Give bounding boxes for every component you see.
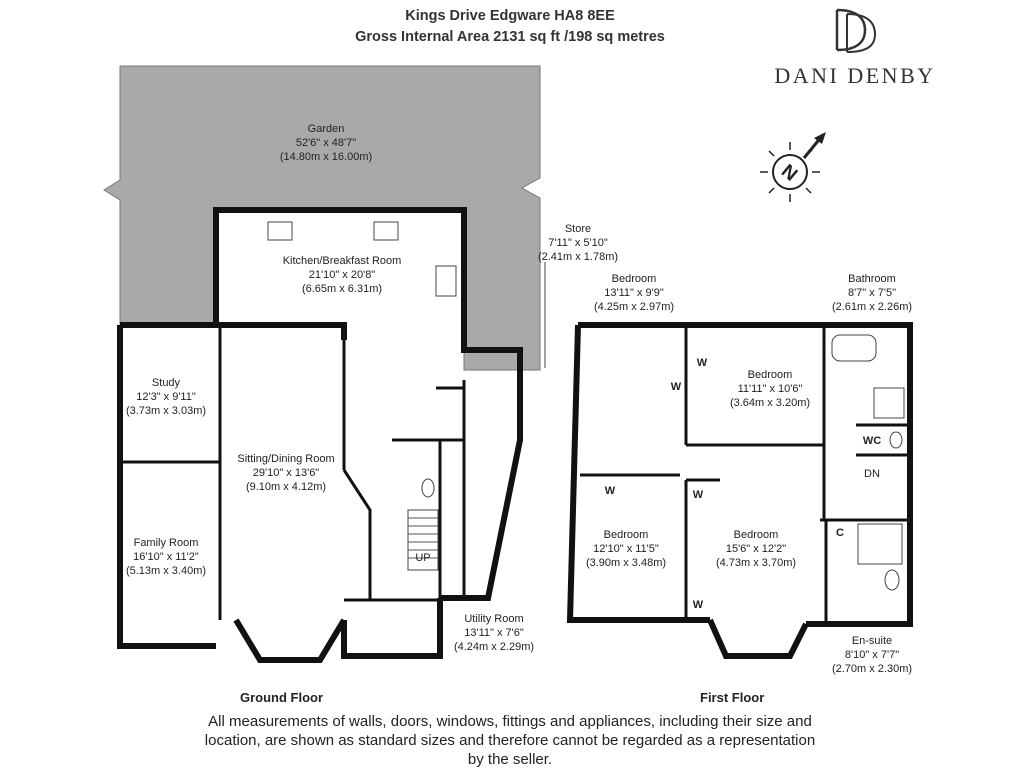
first-floor-label: First Floor [700,690,765,705]
svg-text:Family Room: Family Room [134,537,199,549]
svg-text:(3.73m x 3.03m): (3.73m x 3.03m) [126,405,206,417]
room-bedroom4-label: Bedroom 15'6" x 12'2" (4.73m x 3.70m) [716,529,796,569]
gross-internal-area: Gross Internal Area 2131 sq ft /198 sq m… [355,29,665,45]
svg-text:13'11" x 9'9": 13'11" x 9'9" [604,287,664,299]
first-floor-walls [566,322,913,659]
svg-text:Bedroom: Bedroom [734,529,779,541]
svg-text:(2.70m x 2.30m): (2.70m x 2.30m) [832,663,912,675]
svg-text:(6.65m x 6.31m): (6.65m x 6.31m) [302,283,382,295]
svg-text:(4.24m x 2.29m): (4.24m x 2.29m) [454,641,534,653]
room-study-label: Study 12'3" x 9'11" (3.73m x 3.03m) [126,377,206,417]
svg-text:Bedroom: Bedroom [612,273,657,285]
wc-marker: WC [863,435,881,447]
svg-text:Bedroom: Bedroom [748,369,793,381]
svg-text:Utility Room: Utility Room [464,613,523,625]
wardrobe-marker: W [605,485,616,497]
room-bedroom2-label: Bedroom 11'11" x 10'6" (3.64m x 3.20m) [730,369,810,409]
svg-text:(5.13m x 3.40m): (5.13m x 3.40m) [126,565,206,577]
room-garden-label: Garden 52'6" x 48'7" (14.80m x 16.00m) [280,123,372,163]
svg-text:Sitting/Dining Room: Sitting/Dining Room [237,453,334,465]
brand-logo: DANI DENBY [755,6,955,89]
svg-text:52'6" x 48'7": 52'6" x 48'7" [296,137,356,149]
room-bedroom3-label: Bedroom 12'10" x 11'5" (3.90m x 3.48m) [586,529,666,569]
disclaimer-text: All measurements of walls, doors, window… [204,713,816,768]
brand-name: DANI DENBY [774,63,936,88]
svg-text:En-suite: En-suite [852,635,892,647]
room-sitting-label: Sitting/Dining Room 29'10" x 13'6" (9.10… [237,453,334,493]
svg-text:7'11" x 5'10": 7'11" x 5'10" [548,237,608,249]
svg-text:Kitchen/Breakfast Room: Kitchen/Breakfast Room [283,255,402,267]
svg-text:(2.61m x 2.26m): (2.61m x 2.26m) [832,301,912,313]
svg-text:(14.80m x 16.00m): (14.80m x 16.00m) [280,151,372,163]
wardrobe-marker: W [693,489,704,501]
stairs-lines [408,517,438,559]
svg-text:12'10" x 11'5": 12'10" x 11'5" [593,543,659,555]
room-bathroom-label: Bathroom 8'7" x 7'5" (2.61m x 2.26m) [832,273,912,313]
svg-text:13'11" x 7'6": 13'11" x 7'6" [464,627,524,639]
svg-text:Bathroom: Bathroom [848,273,896,285]
ground-floor-interior-walls [120,325,466,620]
wardrobe-marker: W [693,599,704,611]
svg-text:(9.10m x 4.12m): (9.10m x 4.12m) [246,481,326,493]
svg-text:15'6" x 12'2": 15'6" x 12'2" [726,543,786,555]
room-family-label: Family Room 16'10" x 11'2" (5.13m x 3.40… [126,537,206,577]
svg-text:8'10" x 7'7": 8'10" x 7'7" [845,649,899,661]
stairs-up-label: UP [415,552,430,564]
property-address: Kings Drive Edgware HA8 8EE [405,8,615,24]
compass-icon: N [760,132,826,202]
svg-text:8'7" x 7'5": 8'7" x 7'5" [848,287,896,299]
wardrobe-marker: W [671,381,682,393]
room-kitchen-label: Kitchen/Breakfast Room 21'10" x 20'8" (6… [283,255,402,295]
first-floor-fittings [831,334,905,591]
dd-monogram-icon [835,8,877,53]
room-ensuite-label: En-suite 8'10" x 7'7" (2.70m x 2.30m) [832,635,912,675]
stairs-down-label: DN [864,468,880,480]
svg-text:(2.41m x 1.78m): (2.41m x 1.78m) [538,251,618,263]
room-bedroom1-label: Bedroom 13'11" x 9'9" (4.25m x 2.97m) [594,273,674,313]
svg-text:Bedroom: Bedroom [604,529,649,541]
cupboard-marker: C [836,527,844,539]
svg-text:(3.90m x 3.48m): (3.90m x 3.48m) [586,557,666,569]
svg-text:12'3" x 9'11": 12'3" x 9'11" [136,391,196,403]
svg-text:(4.73m x 3.70m): (4.73m x 3.70m) [716,557,796,569]
svg-text:21'10" x 20'8": 21'10" x 20'8" [309,269,376,281]
svg-text:16'10" x 11'2": 16'10" x 11'2" [133,551,199,563]
svg-text:29'10" x 13'6": 29'10" x 13'6" [253,467,320,479]
svg-text:11'11" x 10'6": 11'11" x 10'6" [738,383,803,395]
svg-text:(4.25m x 2.97m): (4.25m x 2.97m) [594,301,674,313]
room-store-label: Store 7'11" x 5'10" (2.41m x 1.78m) [538,223,618,263]
svg-text:Store: Store [565,223,591,235]
first-floor-interior-walls [580,325,908,622]
ground-floor-fittings [267,221,457,571]
ground-floor-walls [117,207,523,663]
svg-text:Garden: Garden [308,123,345,135]
wardrobe-marker: W [697,357,708,369]
ground-floor-label: Ground Floor [240,690,324,705]
room-utility-label: Utility Room 13'11" x 7'6" (4.24m x 2.29… [454,613,534,653]
svg-text:Study: Study [152,377,181,389]
svg-text:(3.64m x 3.20m): (3.64m x 3.20m) [730,397,810,409]
